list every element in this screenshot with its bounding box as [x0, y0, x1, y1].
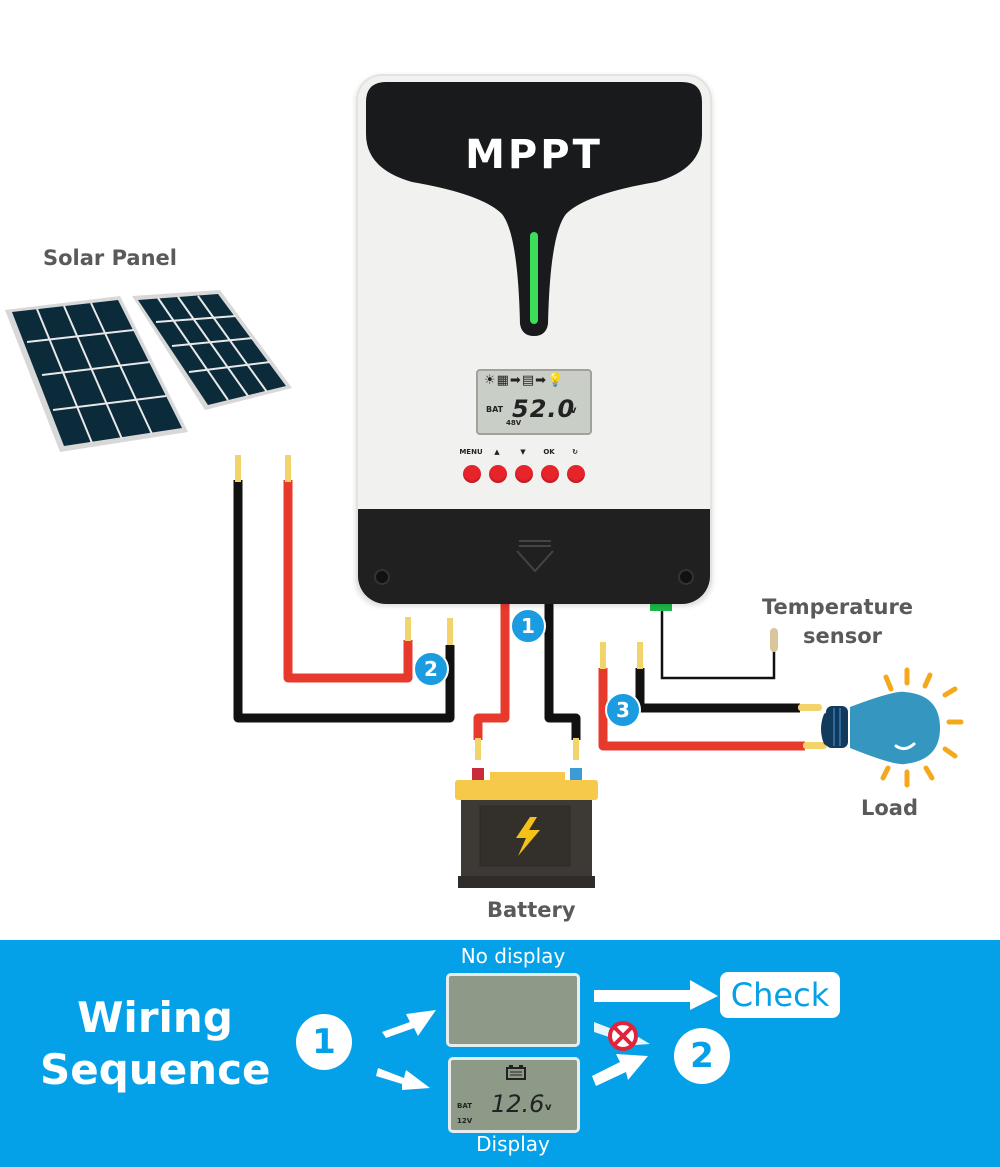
banner-arrows: [376, 980, 718, 1090]
light-bulb-icon: [821, 667, 964, 788]
menu-button-label: MENU: [459, 448, 483, 456]
banner-title: Wiring Sequence: [40, 992, 270, 1096]
arrow-to-no-display: [382, 1010, 436, 1038]
arrow-to-check: [594, 980, 718, 1010]
down-button[interactable]: [515, 465, 533, 483]
up-button[interactable]: [489, 465, 507, 483]
menu-button[interactable]: [463, 465, 481, 483]
lcd-voltage: 52.0: [512, 395, 576, 423]
back-button-label: ↻: [572, 448, 578, 456]
wiring-diagram: [5, 290, 964, 888]
banner-step-1: 1: [296, 1014, 352, 1070]
blocked-icon: [608, 1021, 638, 1051]
banner-title-line1: Wiring: [77, 993, 233, 1042]
no-display-lcd: [446, 973, 580, 1047]
cover-arrow-icon: [516, 540, 554, 573]
lcd-battery-icon: [506, 1065, 526, 1080]
down-button-label: ▼: [520, 448, 526, 456]
screw-left: [374, 569, 390, 585]
check-box: Check: [720, 972, 840, 1018]
load-label: Load: [861, 796, 919, 820]
status-led: [530, 232, 538, 324]
brand-logo: MPPT: [465, 132, 603, 178]
step-1-badge: 1: [510, 608, 546, 644]
pv-wires: [233, 455, 455, 723]
display-lcd: BAT 12.6 v 12V: [448, 1057, 580, 1133]
wiring-sequence-banner: Wiring Sequence 1 No display BAT 12.6 v …: [0, 940, 1000, 1167]
back-button[interactable]: [567, 465, 585, 483]
display-lcd-bat-label: BAT: [457, 1102, 472, 1110]
energy-flow-icons: ☀▦➡▤➡💡: [484, 373, 565, 388]
lcd-unit: v: [570, 405, 577, 416]
lcd-bat-label: BAT: [486, 405, 504, 414]
step-2-badge: 2: [413, 651, 449, 687]
display-lcd-unit: v: [545, 1102, 552, 1113]
controller-faceplate: [366, 82, 702, 336]
banner-title-line2: Sequence: [40, 1045, 271, 1094]
lcd-system-voltage: 48V: [506, 419, 522, 427]
battery-label: Battery: [487, 898, 576, 922]
no-display-caption: No display: [460, 944, 566, 968]
terminal-cover: [358, 509, 710, 604]
ok-button-label: OK: [543, 448, 555, 456]
arrow-to-step-2: [592, 1054, 648, 1086]
temperature-sensor: [650, 597, 778, 680]
solar-panel-label: Solar Panel: [43, 246, 177, 270]
battery-icon: [455, 768, 598, 888]
temperature-sensor-label-line1: Temperature: [762, 595, 914, 619]
temperature-sensor-label-line2: sensor: [803, 624, 882, 648]
step-3-badge: 3: [605, 692, 641, 728]
display-lcd-voltage: 12.6: [491, 1090, 545, 1118]
up-button-label: ▲: [494, 448, 500, 456]
banner-step-2: 2: [674, 1028, 730, 1084]
ok-button[interactable]: [541, 465, 559, 483]
display-lcd-system-voltage: 12V: [457, 1117, 473, 1125]
screw-right: [678, 569, 694, 585]
solar-panel-illustration: [5, 290, 292, 452]
controller-lcd: ☀▦➡▤➡💡 BAT 52.0 v 48V: [476, 369, 592, 435]
arrow-to-display: [376, 1068, 430, 1090]
display-caption: Display: [476, 1132, 550, 1156]
mppt-controller: MPPT ☀▦➡▤➡💡 BAT 52.0 v 48V MENU ▲ ▼ OK ↻: [356, 74, 712, 604]
